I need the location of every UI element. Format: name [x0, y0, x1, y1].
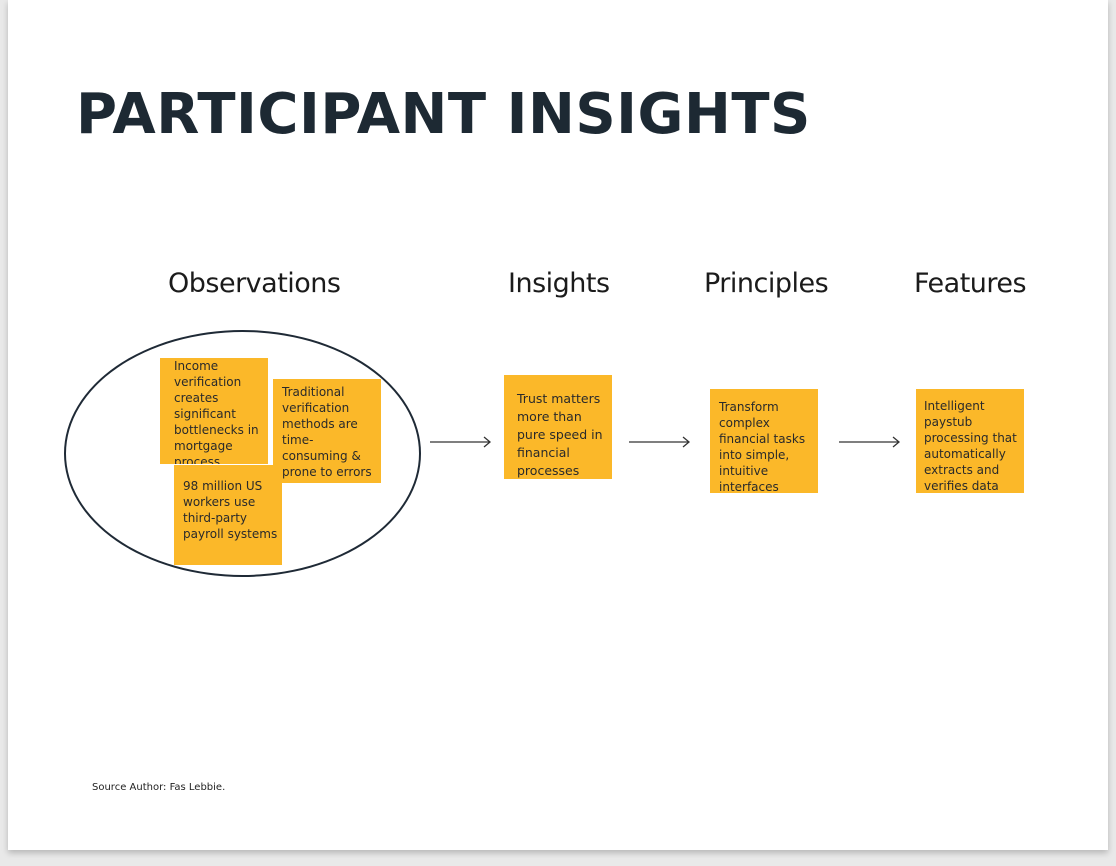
- sticky-note-observation-2: Traditional verification methods are tim…: [273, 379, 381, 483]
- slide-title: PARTICIPANT INSIGHTS: [76, 82, 811, 147]
- column-heading-insights: Insights: [508, 268, 610, 299]
- arrow-right-icon: [839, 436, 901, 448]
- arrow-right-icon: [629, 436, 691, 448]
- sticky-note-principle: Transform complex financial tasks into s…: [710, 389, 818, 493]
- column-heading-features: Features: [914, 268, 1027, 299]
- arrow-right-icon: [430, 436, 492, 448]
- sticky-note-feature: Intelligent paystub processing that auto…: [916, 389, 1024, 493]
- column-heading-principles: Principles: [704, 268, 829, 299]
- column-heading-observations: Observations: [168, 268, 341, 299]
- source-footer: Source Author: Fas Lebbie.: [92, 782, 226, 793]
- observations-ellipse: [64, 330, 421, 577]
- sticky-note-insight: Trust matters more than pure speed in fi…: [504, 375, 612, 479]
- sticky-note-observation-3: 98 million US workers use third-party pa…: [174, 465, 282, 565]
- slide: PARTICIPANT INSIGHTS Observations Insigh…: [8, 0, 1108, 850]
- sticky-note-observation-1: Income verification creates significant …: [160, 358, 268, 464]
